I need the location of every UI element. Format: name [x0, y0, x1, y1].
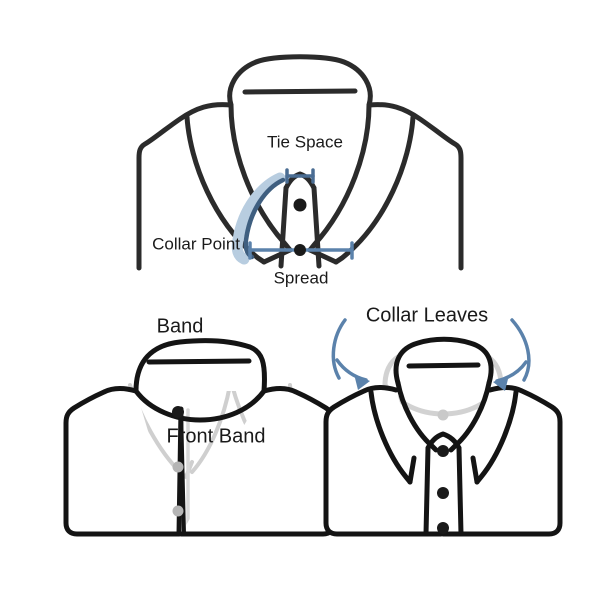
right-collar-leaf-outer — [333, 114, 416, 265]
collar-leaves-arrow-left — [331, 318, 347, 380]
band-top-stitch — [242, 88, 358, 95]
leaf-button-third — [437, 522, 449, 534]
band-collar-panel: Band Front Band — [63, 315, 337, 537]
shirt-body-left — [63, 386, 182, 537]
placket-left-edge — [278, 185, 289, 269]
left-shoulder-line — [136, 102, 234, 271]
label-collar-leaves: Collar Leaves — [366, 304, 488, 326]
collar-leaves-arrowhead-left — [354, 374, 370, 390]
collar-leaves-arrowhead-right — [493, 375, 509, 391]
placket-right-edge — [311, 185, 322, 269]
right-collar-leaf-tip — [307, 247, 339, 265]
button-top — [293, 198, 307, 212]
shirt-body-left-right-panel — [323, 385, 444, 537]
left-collar-leaf-outer-right-panel — [368, 389, 413, 485]
shirt-body-right-right-panel — [440, 385, 563, 537]
band-button-second — [172, 461, 184, 473]
label-band: Band — [157, 315, 204, 337]
neck-band-outer-right-panel — [393, 336, 494, 386]
placket-right-edge-right-panel — [456, 445, 464, 537]
placket-right-edge-bottomleft — [179, 407, 186, 536]
label-spread: Spread — [274, 268, 329, 287]
leaf-button-first — [437, 445, 449, 457]
label-collar-point: Collar Point — [152, 234, 240, 253]
band-button-third — [172, 505, 184, 517]
collar-point-arrow — [243, 177, 286, 260]
leaf-button-second — [437, 487, 449, 499]
neck-band-outer — [227, 54, 373, 108]
label-front-band: Front Band — [167, 425, 266, 447]
placket-top-junction-right-panel — [425, 431, 462, 451]
ghost-left-collar-inner — [190, 383, 232, 474]
placket-left-edge-right-panel — [423, 445, 431, 537]
button-second — [294, 244, 306, 256]
tie-space-marker — [285, 168, 315, 184]
right-shoulder-line — [366, 102, 464, 271]
collar-leaves-panel: Collar Leaves — [323, 304, 563, 537]
collar-detail-panel: Tie Space Collar Point Spread — [136, 54, 464, 287]
ghost-button — [437, 409, 449, 421]
label-tie-space: Tie Space — [267, 132, 343, 151]
left-collar-leaf-tip-right-panel — [407, 455, 417, 485]
left-collar-leaf-tip — [261, 247, 293, 265]
band-top-stitch-left — [146, 358, 252, 365]
band-collar-outer — [133, 338, 267, 394]
collar-point-arrow-halo — [231, 172, 286, 265]
right-collar-leaf-outer-right-panel — [474, 389, 519, 485]
collar-leaves-arrow-right — [510, 318, 531, 382]
placket-top-junction — [283, 171, 317, 191]
band-button-top — [172, 406, 184, 418]
right-collar-leaf-tip-right-panel — [470, 455, 480, 485]
band-collar-bottom — [133, 388, 267, 423]
band-top-stitch-right-panel — [406, 362, 481, 369]
